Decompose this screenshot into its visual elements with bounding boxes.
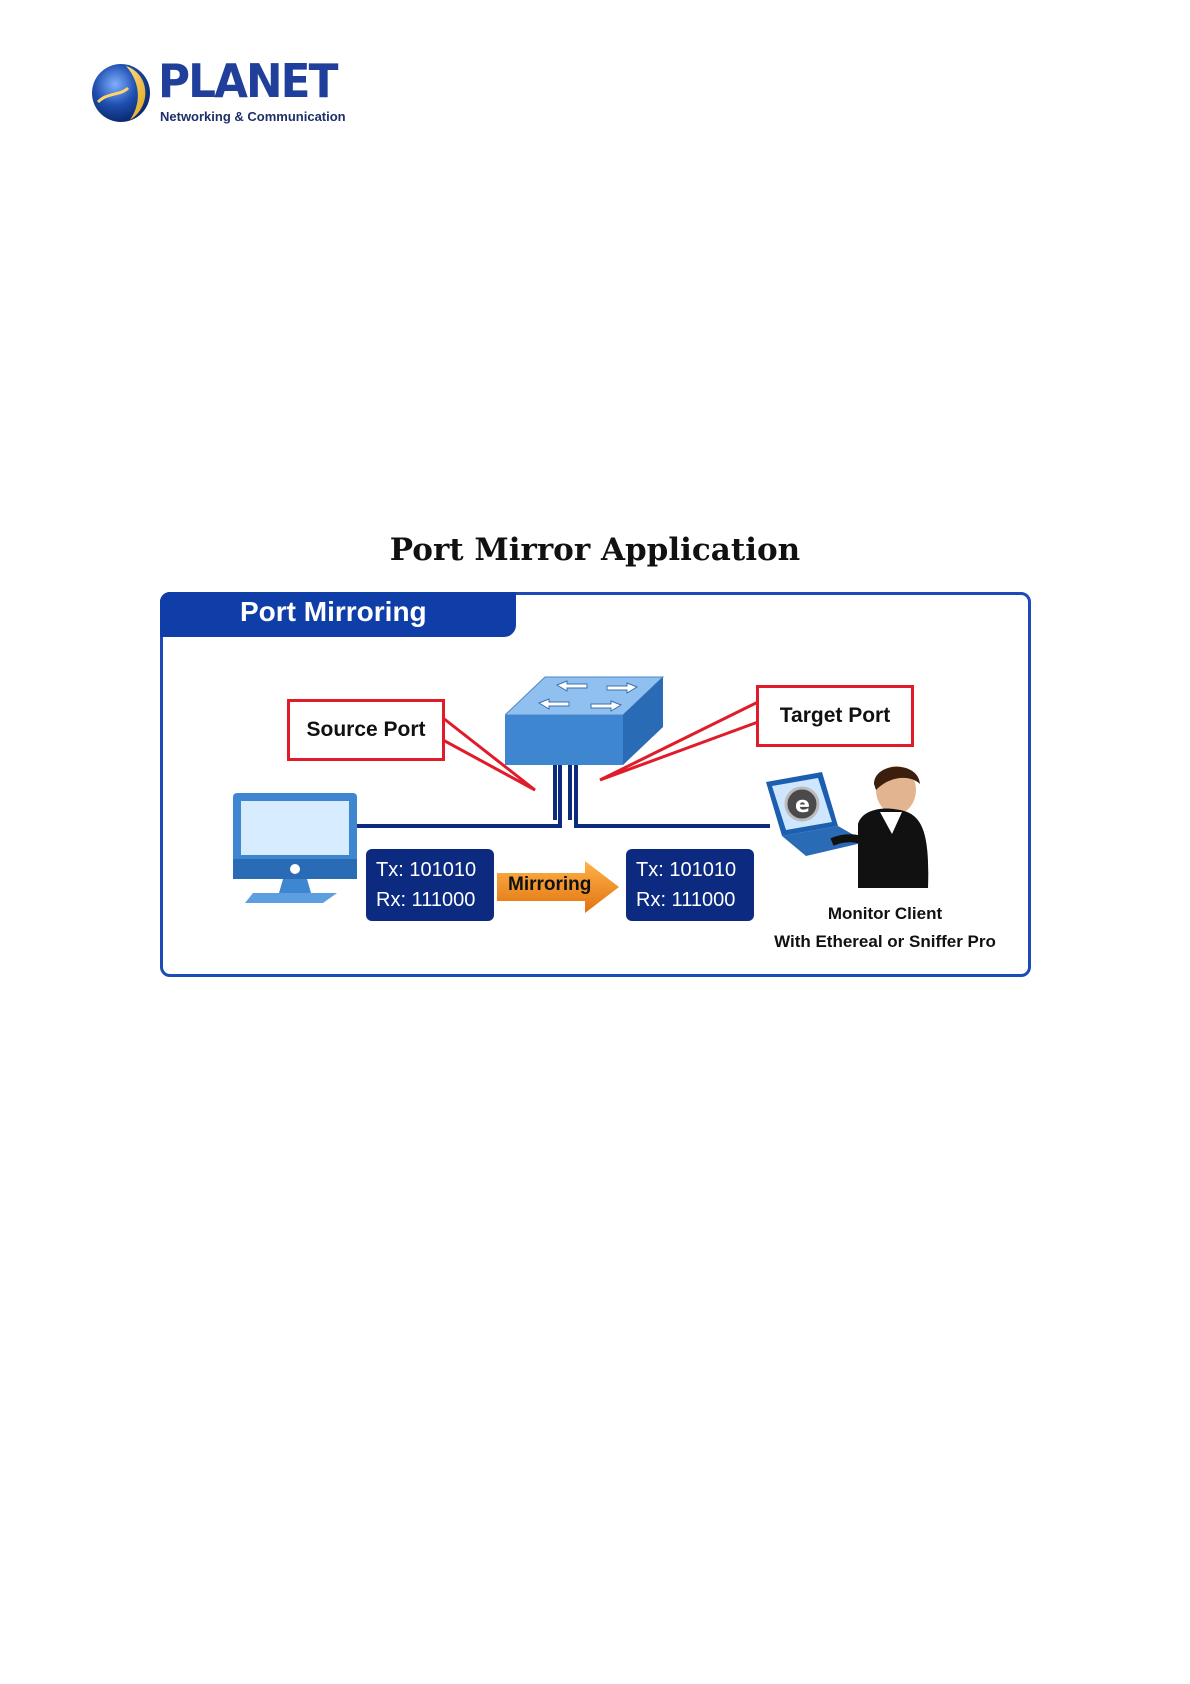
monitor-client-caption: Monitor Client With Ethereal or Sniffer … xyxy=(740,900,1030,956)
planet-logo: PLANET Networking & Communication xyxy=(90,60,340,132)
target-data-box: Tx: 101010 Rx: 111000 xyxy=(626,849,754,921)
network-switch-icon xyxy=(505,675,665,767)
target-tx: Tx: 101010 xyxy=(636,855,744,885)
brand-name: PLANET xyxy=(158,54,337,108)
brand-tagline: Networking & Communication xyxy=(160,109,346,124)
source-rx: Rx: 111000 xyxy=(376,885,484,915)
desktop-computer-icon xyxy=(233,793,358,905)
target-rx: Rx: 111000 xyxy=(636,885,744,915)
svg-text:e: e xyxy=(795,793,810,818)
mirroring-label: Mirroring xyxy=(508,874,591,896)
monitor-caption-line2: With Ethereal or Sniffer Pro xyxy=(740,928,1030,956)
planet-globe-icon xyxy=(90,62,152,124)
laptop-user-icon: e xyxy=(762,762,934,892)
source-port-callout: Source Port xyxy=(287,699,445,761)
figure-title: Port Mirror Application xyxy=(0,532,1190,568)
monitor-caption-line1: Monitor Client xyxy=(740,900,1030,928)
target-port-callout: Target Port xyxy=(756,685,914,747)
source-data-box: Tx: 101010 Rx: 111000 xyxy=(366,849,494,921)
panel-title: Port Mirroring xyxy=(240,596,427,628)
source-tx: Tx: 101010 xyxy=(376,855,484,885)
